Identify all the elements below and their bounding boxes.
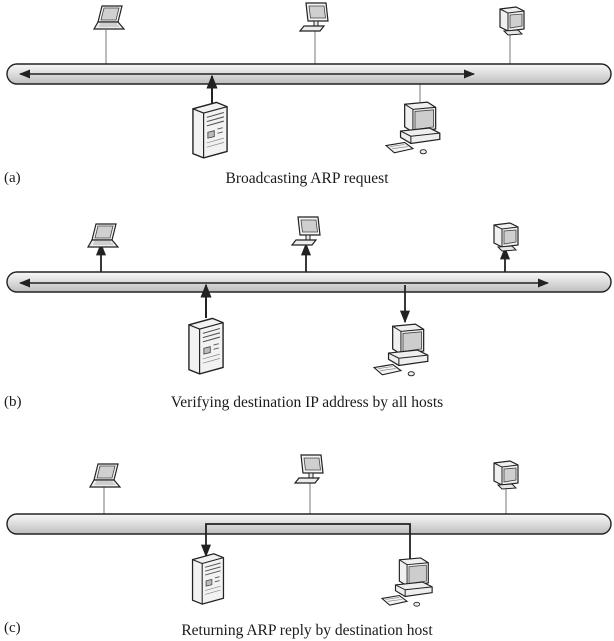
network-bus (6, 271, 612, 293)
panel-label: (b) (4, 394, 22, 410)
desktop-computer-icon (385, 101, 441, 155)
panel-b-diagram (6, 216, 612, 377)
panel-label: (c) (4, 620, 21, 636)
server-tower-icon (192, 101, 228, 159)
server-tower-icon (191, 553, 225, 605)
laptop-icon (89, 463, 121, 488)
panel-c: (c) Returning ARP reply by destination h… (0, 428, 614, 641)
laptop-icon (93, 5, 125, 30)
panel-caption: Broadcasting ARP request (225, 170, 389, 187)
panel-a-diagram (6, 2, 612, 159)
monitor-icon (299, 2, 329, 32)
server-tower-icon (188, 317, 224, 375)
crt-monitor-icon (499, 6, 525, 36)
panel-caption: Verifying destination IP address by all … (170, 394, 444, 411)
panel-c-diagram (6, 454, 612, 607)
reply-arrow (200, 523, 411, 568)
laptop-icon (87, 223, 119, 248)
panel-a: (a) Broadcasting ARP request (0, 0, 614, 213)
panel-label: (a) (4, 170, 21, 186)
desktop-computer-icon (381, 557, 433, 607)
panel-b: (b) Verifying destination IP address by … (0, 208, 614, 421)
monitor-icon (294, 454, 324, 484)
crt-monitor-icon (493, 460, 519, 490)
desktop-computer-icon (373, 323, 429, 377)
panel-caption: Returning ARP reply by destination host (181, 622, 433, 639)
crt-monitor-icon (493, 222, 519, 252)
monitor-icon (291, 216, 321, 246)
